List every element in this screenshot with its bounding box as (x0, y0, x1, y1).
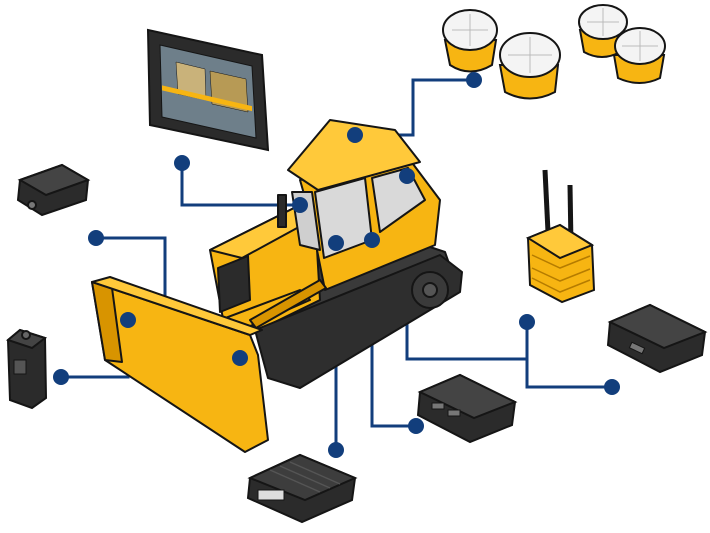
gnss-antenna-2 (498, 32, 561, 100)
ecu-icon (246, 453, 358, 524)
gnss-antenna-3 (578, 4, 628, 58)
sensor-label (13, 359, 27, 375)
dot-ecu[interactable] (328, 442, 344, 458)
bulldozer (91, 119, 463, 453)
tablet-statusbar (162, 85, 252, 112)
dot-blade-sensor[interactable] (53, 369, 69, 385)
near-track (254, 254, 463, 389)
tablet-icon (146, 28, 270, 152)
radio-icon (525, 169, 596, 304)
module-left-top (17, 163, 91, 197)
ecu-fins (269, 461, 341, 493)
connector-line-receiver (525, 359, 612, 389)
ecu-connector (257, 489, 285, 501)
dot-controller[interactable] (408, 418, 424, 434)
dot-push-arm[interactable] (232, 350, 248, 366)
controller-port-1 (431, 402, 445, 410)
gnss-antenna-1 (442, 9, 498, 73)
controller-port-2 (447, 409, 461, 417)
connector-dots (53, 72, 620, 458)
receiver-port (628, 341, 646, 355)
dot-cab-center[interactable] (364, 232, 380, 248)
blade-top-edge (91, 276, 263, 336)
cab-window-side (371, 167, 426, 233)
dot-blade[interactable] (120, 312, 136, 328)
dot-receiver[interactable] (604, 379, 620, 395)
dot-cab-right[interactable] (399, 168, 415, 184)
dot-cab-left[interactable] (328, 235, 344, 251)
controller-top (417, 373, 518, 420)
radio-ribs (531, 254, 591, 293)
dot-radio[interactable] (519, 314, 535, 330)
radio-antenna-1 (542, 169, 551, 233)
dome-antenna-icon (442, 4, 666, 100)
connector-line-tablet (180, 163, 300, 207)
sprocket-hub (422, 282, 438, 298)
radio-top (525, 223, 595, 260)
exhaust-stack (277, 194, 287, 228)
dot-tablet[interactable] (174, 155, 190, 171)
ecu-top (247, 453, 358, 502)
dot-cab-roof[interactable] (347, 127, 363, 143)
lift-cylinder (249, 279, 327, 329)
receiver-top (607, 303, 708, 350)
grille (217, 255, 251, 313)
module-icon (16, 163, 91, 217)
cab-roof (287, 119, 421, 191)
dot-left-module[interactable] (88, 230, 104, 246)
module-left-connector (27, 200, 37, 210)
gnss-antenna-4 (612, 27, 666, 84)
sensor-connector (21, 330, 31, 340)
sensor-icon (5, 328, 48, 410)
dot-antennas[interactable] (466, 72, 482, 88)
dot-tablet-mount[interactable] (292, 197, 308, 213)
receiver-icon (606, 303, 708, 374)
controller-icon (416, 373, 518, 444)
